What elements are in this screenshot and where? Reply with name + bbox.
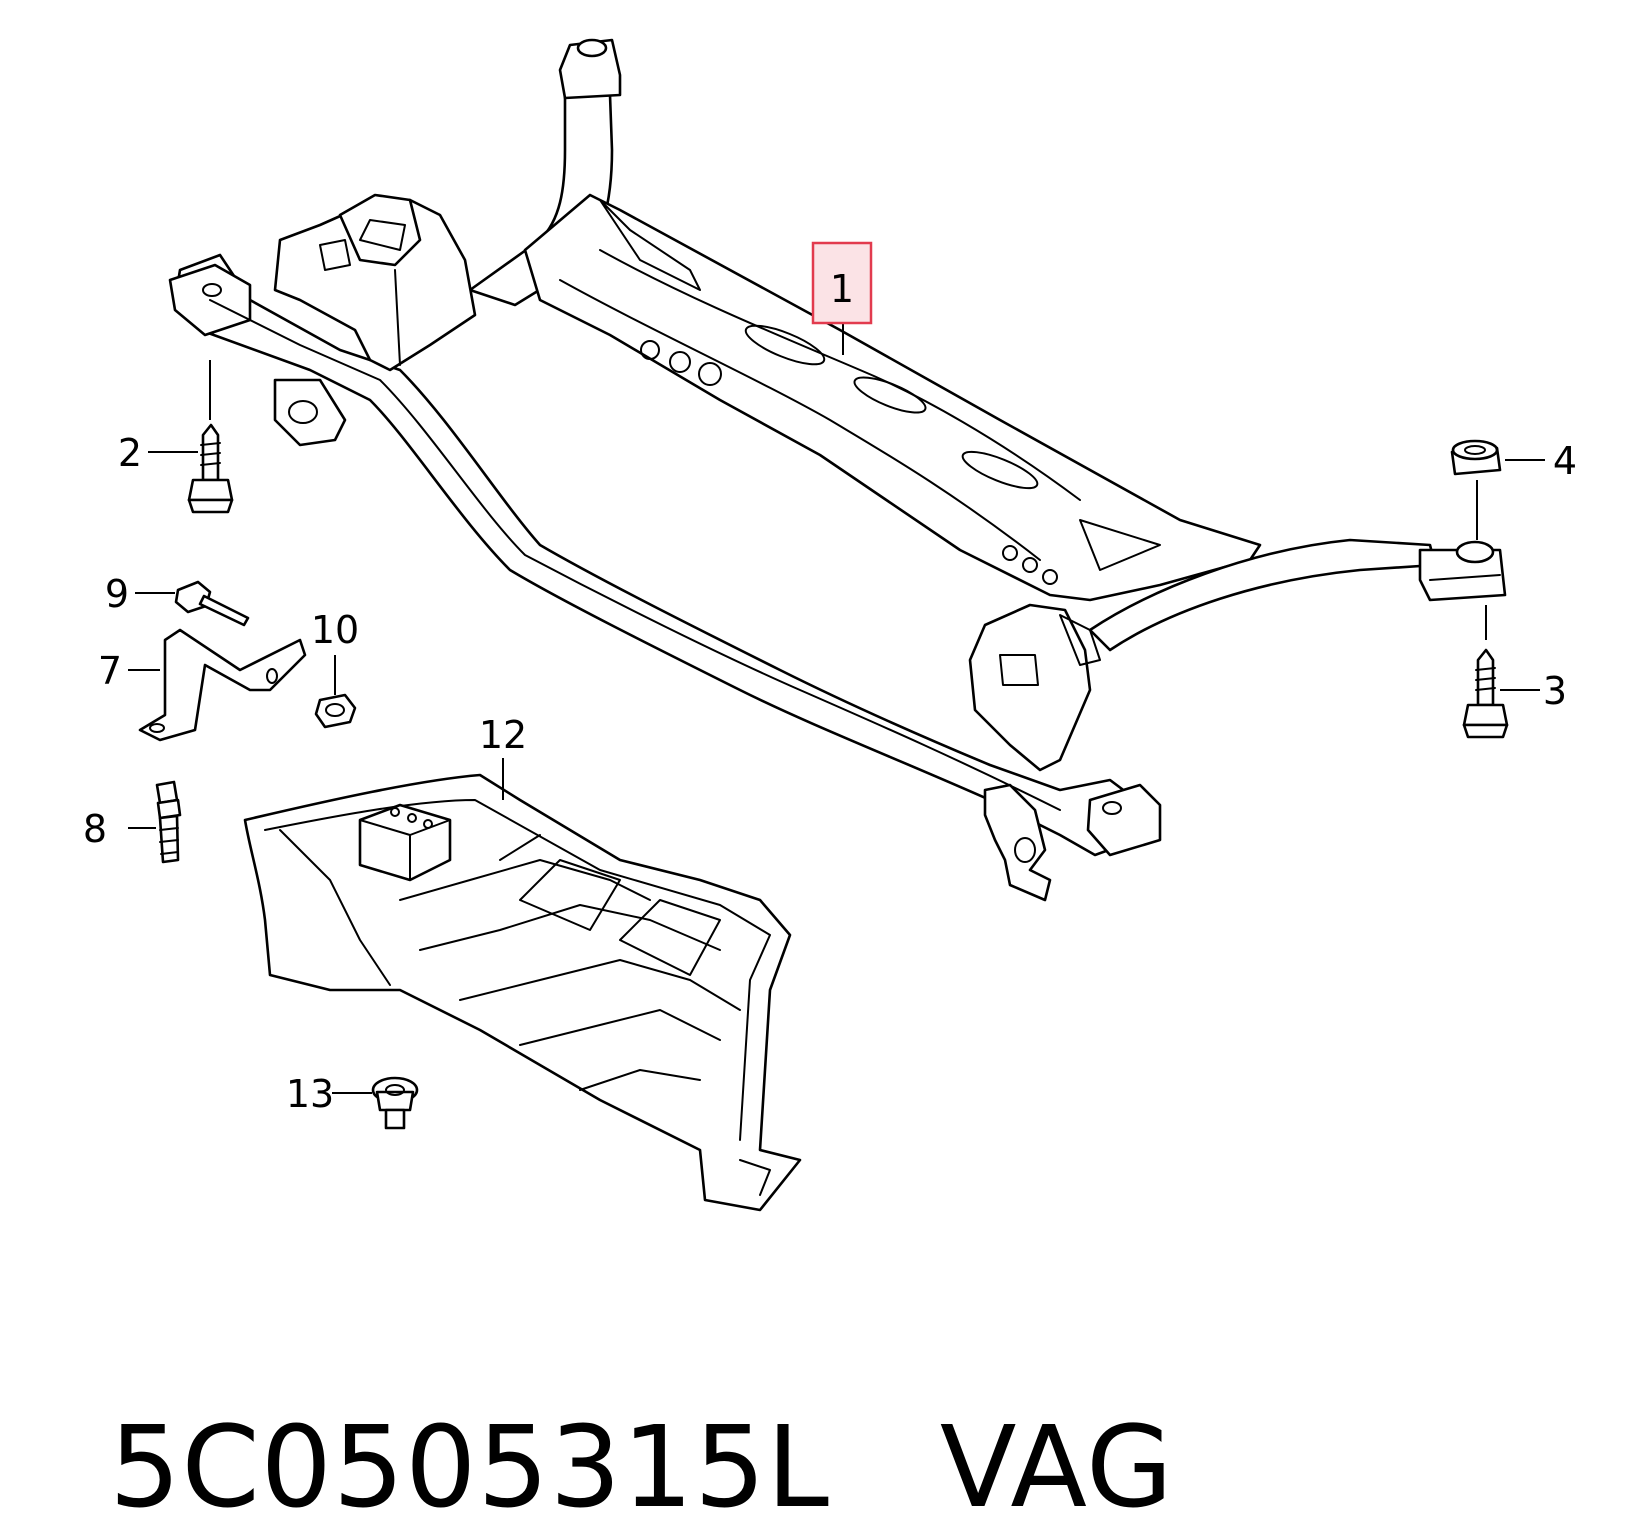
rear-crossbeam: [523, 193, 1262, 602]
callout-3[interactable]: 3: [1543, 669, 1567, 713]
bolt-part-3: [1462, 648, 1509, 739]
brand-name: VAG: [939, 1403, 1174, 1533]
bolt-part-2: [187, 423, 234, 514]
callout-1-highlight: [811, 241, 873, 325]
callout-2[interactable]: 2: [118, 431, 142, 475]
callout-7[interactable]: 7: [98, 649, 122, 693]
clip-part-13: [371, 1076, 419, 1130]
part-number: 5C0505315L: [109, 1403, 830, 1533]
subframe-part-1: [168, 38, 1507, 902]
nut-part-10: [314, 693, 357, 729]
bracket-part-7: [138, 628, 307, 742]
leader-lines: [128, 323, 1545, 1094]
callout-10[interactable]: 10: [311, 608, 359, 652]
callout-9[interactable]: 9: [105, 572, 129, 616]
top-bushing: [558, 38, 622, 100]
callout-labels: 1 2 3 4 7 8 9 10 12 13: [83, 267, 1577, 1116]
callout-12[interactable]: 12: [479, 713, 527, 757]
callout-8[interactable]: 8: [83, 807, 107, 851]
bolt-part-9: [174, 580, 250, 627]
callout-1[interactable]: 1: [830, 267, 854, 311]
exploded-parts-diagram: 1 2 3 4 7 8 9 10 12 13: [83, 38, 1577, 1212]
right-mount-tower: [968, 603, 1092, 772]
callout-4[interactable]: 4: [1553, 439, 1577, 483]
bushing-part-4: [1450, 439, 1502, 476]
callout-13[interactable]: 13: [286, 1072, 334, 1116]
stud-part-8: [155, 780, 182, 864]
shield-part-12: [243, 773, 802, 1212]
